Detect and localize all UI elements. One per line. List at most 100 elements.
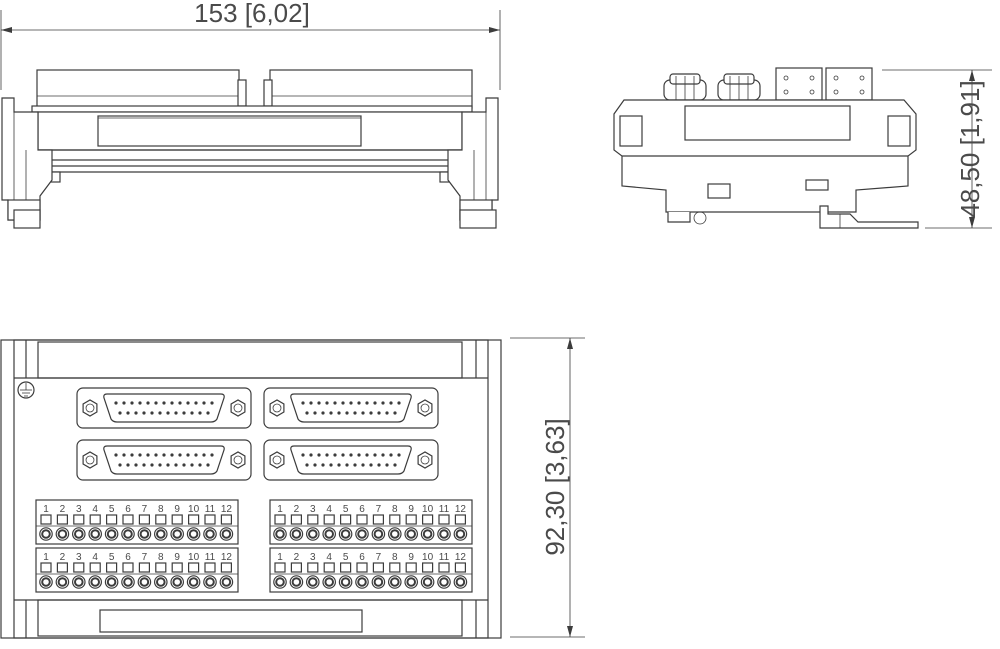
terminal-number: 4 [92, 504, 98, 515]
dsub-pin [154, 401, 158, 405]
terminal-number: 8 [158, 552, 164, 563]
dsub-pin [317, 401, 321, 405]
dsub-pin [393, 411, 397, 415]
dsub-pin [393, 463, 397, 467]
terminal-number: 3 [76, 504, 82, 515]
terminal-number: 1 [277, 552, 283, 563]
dsub-pin [329, 463, 333, 467]
dsub-pin [194, 401, 198, 405]
dsub-pin [333, 453, 337, 457]
dsub-connector [263, 439, 439, 481]
terminal-opening [275, 577, 285, 587]
terminal-number: 12 [221, 504, 233, 515]
dsub-pin [313, 463, 317, 467]
terminal-release-tab [122, 514, 134, 525]
dsub-pin [305, 463, 309, 467]
dsub-shell [103, 393, 225, 423]
terminal-opening [390, 529, 400, 539]
terminal-release-tab [56, 562, 69, 573]
terminal-release-tab [204, 514, 216, 525]
dsub-pin [122, 453, 126, 457]
dsub-pin [309, 453, 313, 457]
height-dimension-label: 48,50 [1,91] [955, 80, 985, 217]
terminal-number: 9 [174, 552, 180, 563]
terminal-opening [390, 577, 400, 587]
terminal-release-tab [73, 514, 85, 525]
terminal-release-tab [40, 514, 52, 525]
dsub-pin [142, 463, 146, 467]
terminal-release-tab [105, 514, 118, 525]
terminal-number: 10 [188, 504, 200, 515]
terminal-opening [455, 577, 466, 587]
terminal-opening [139, 529, 150, 539]
dsub-pin [349, 453, 353, 457]
hex-nut-icon [269, 451, 285, 469]
dsub-pin [162, 401, 166, 405]
dsub-pin [202, 401, 206, 405]
terminal-opening [57, 577, 68, 587]
dsub-pin [357, 453, 361, 457]
dsub-pin [349, 401, 353, 405]
terminal-opening [205, 529, 215, 539]
dsub-pin [353, 411, 357, 415]
terminal-opening [340, 529, 351, 539]
terminal-release-tab [405, 562, 417, 573]
terminal-number: 4 [92, 552, 98, 563]
dsub-shell [290, 445, 412, 475]
front-view [1, 69, 499, 229]
terminal-number: 12 [455, 504, 467, 515]
terminal-opening [90, 577, 100, 587]
hex-nut-icon [82, 451, 98, 469]
terminal-release-tab [56, 514, 69, 525]
width-dimension-label: 153 [6,02] [194, 0, 310, 28]
terminal-opening [106, 577, 117, 587]
terminal-opening [57, 529, 68, 539]
hex-nut-icon [230, 451, 246, 469]
dsub-pin [353, 463, 357, 467]
dsub-pin [146, 453, 150, 457]
dsub-connector [263, 387, 439, 429]
terminal-release-tab [171, 514, 183, 525]
terminal-opening [106, 529, 117, 539]
terminal-release-tab [290, 562, 302, 573]
terminal-opening [340, 577, 351, 587]
dsub-pin [178, 401, 182, 405]
terminal-opening [74, 577, 84, 587]
dsub-pin [174, 463, 178, 467]
terminal-opening [406, 577, 417, 587]
dsub-pin [329, 411, 333, 415]
terminal-release-tab [89, 514, 101, 525]
terminal-release-tab [323, 562, 335, 573]
terminal-release-tab [188, 562, 200, 573]
terminal-release-tab [438, 514, 450, 525]
terminal-number: 1 [43, 504, 49, 515]
dsub-pin [138, 401, 142, 405]
terminal-opening [357, 529, 367, 539]
dsub-pin [345, 411, 349, 415]
terminal-opening [291, 577, 302, 587]
dsub-pin [337, 411, 341, 415]
dsub-pin [142, 411, 146, 415]
terminal-number: 4 [326, 552, 332, 563]
terminal-number: 6 [125, 504, 131, 515]
terminal-opening [90, 529, 100, 539]
dsub-pin [301, 453, 305, 457]
dsub-pin [202, 453, 206, 457]
terminal-release-tab [422, 562, 434, 573]
terminal-number: 12 [221, 552, 233, 563]
dsub-pin [198, 411, 202, 415]
dsub-pin [341, 401, 345, 405]
terminal-number: 11 [205, 552, 216, 563]
terminal-number: 7 [142, 504, 148, 515]
dsub-pin [373, 453, 377, 457]
dsub-pin [126, 463, 130, 467]
dsub-pin [158, 411, 162, 415]
dsub-pin [333, 401, 337, 405]
dsub-pin [397, 453, 401, 457]
terminal-release-tab [372, 562, 384, 573]
terminal-release-tab [122, 562, 134, 573]
